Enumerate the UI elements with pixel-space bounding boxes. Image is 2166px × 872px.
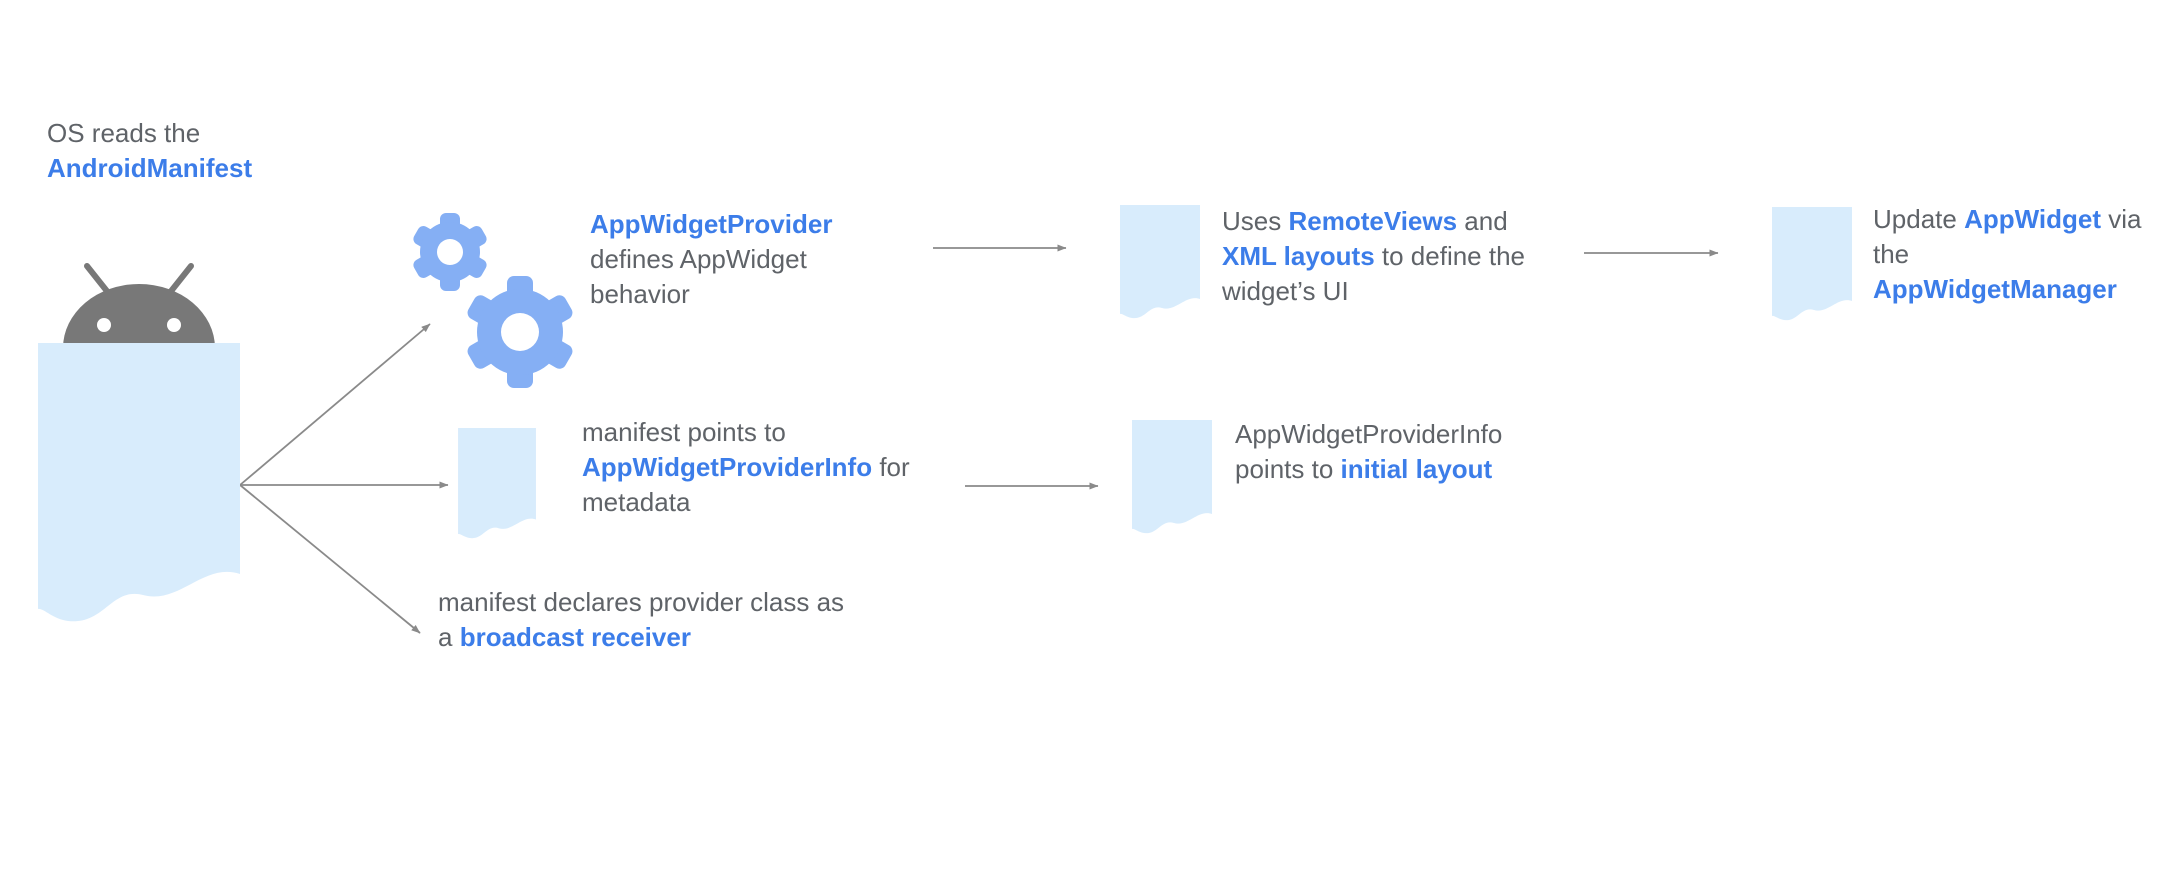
plain-text: the: [1873, 239, 1910, 269]
plain-text: widget’s UI: [1222, 276, 1349, 306]
text-line: points to initial layout: [1235, 452, 1502, 487]
text-line: Uses RemoteViews and: [1222, 204, 1525, 239]
arrow-manifest-to-broadcast-receiver: [239, 484, 421, 634]
text-line: AppWidgetProviderInfo: [1235, 417, 1502, 452]
text-line: metadata: [582, 485, 910, 520]
document-icon-providerinfo: [458, 428, 536, 539]
text-line: the: [1873, 237, 2142, 272]
text-line: Update AppWidget via: [1873, 202, 2142, 237]
small-gear-icon: [413, 213, 487, 291]
plain-text: a: [438, 622, 460, 652]
plain-text: defines AppWidget: [590, 244, 807, 274]
plain-text: manifest points to: [582, 417, 786, 447]
text-line: manifest points to: [582, 415, 910, 450]
text-line: widget’s UI: [1222, 274, 1525, 309]
gears-icon: [413, 213, 573, 388]
text-line: OS reads the: [47, 116, 252, 151]
text-line: manifest declares provider class as: [438, 585, 844, 620]
text-line: AppWidgetManager: [1873, 272, 2142, 307]
text-line: defines AppWidget: [590, 242, 832, 277]
plain-text: Update: [1873, 204, 1965, 234]
android-manifest-document-icon: [38, 263, 240, 622]
plain-text: behavior: [590, 279, 690, 309]
keyword-text: RemoteViews: [1288, 206, 1458, 236]
plain-text: and: [1457, 206, 1508, 236]
label-appwidgetprovider-behavior: AppWidgetProvider defines AppWidget behavi…: [590, 207, 832, 312]
document-icon-remoteviews: [1120, 205, 1200, 319]
keyword-text: AppWidgetManager: [1873, 274, 2117, 304]
plain-text: AppWidgetProviderInfo: [1235, 419, 1503, 449]
keyword-text: initial layout: [1340, 454, 1493, 484]
keyword-text: AppWidgetProviderInfo: [582, 452, 873, 482]
text-line: AppWidgetProvider: [590, 207, 832, 242]
text-line: AppWidgetProviderInfo for: [582, 450, 910, 485]
plain-text: manifest declares provider class as: [438, 587, 845, 617]
large-gear-icon: [467, 276, 573, 388]
arrow-manifest-to-gears: [239, 323, 431, 486]
keyword-text: AppWidget: [1964, 204, 2102, 234]
keyword-text: XML layouts: [1222, 241, 1375, 271]
text-line: XML layouts to define the: [1222, 239, 1525, 274]
document-icon-update-appwidget: [1772, 207, 1852, 321]
plain-text: to define the: [1374, 241, 1526, 271]
plain-text: Uses: [1222, 206, 1289, 236]
manifest-page-shape: [38, 343, 240, 622]
text-line: a broadcast receiver: [438, 620, 844, 655]
keyword-text: broadcast receiver: [459, 622, 691, 652]
keyword-text: AndroidManifest: [47, 153, 253, 183]
plain-text: metadata: [582, 487, 691, 517]
document-icon-initial-layout: [1132, 420, 1212, 534]
plain-text: OS reads the: [47, 118, 201, 148]
plain-text: via: [2101, 204, 2142, 234]
plain-text: for: [872, 452, 910, 482]
keyword-text: AppWidgetProvider: [590, 209, 833, 239]
text-line: behavior: [590, 277, 832, 312]
android-robot-icon: [63, 263, 215, 348]
text-line: AndroidManifest: [47, 151, 252, 186]
plain-text: points to: [1235, 454, 1341, 484]
